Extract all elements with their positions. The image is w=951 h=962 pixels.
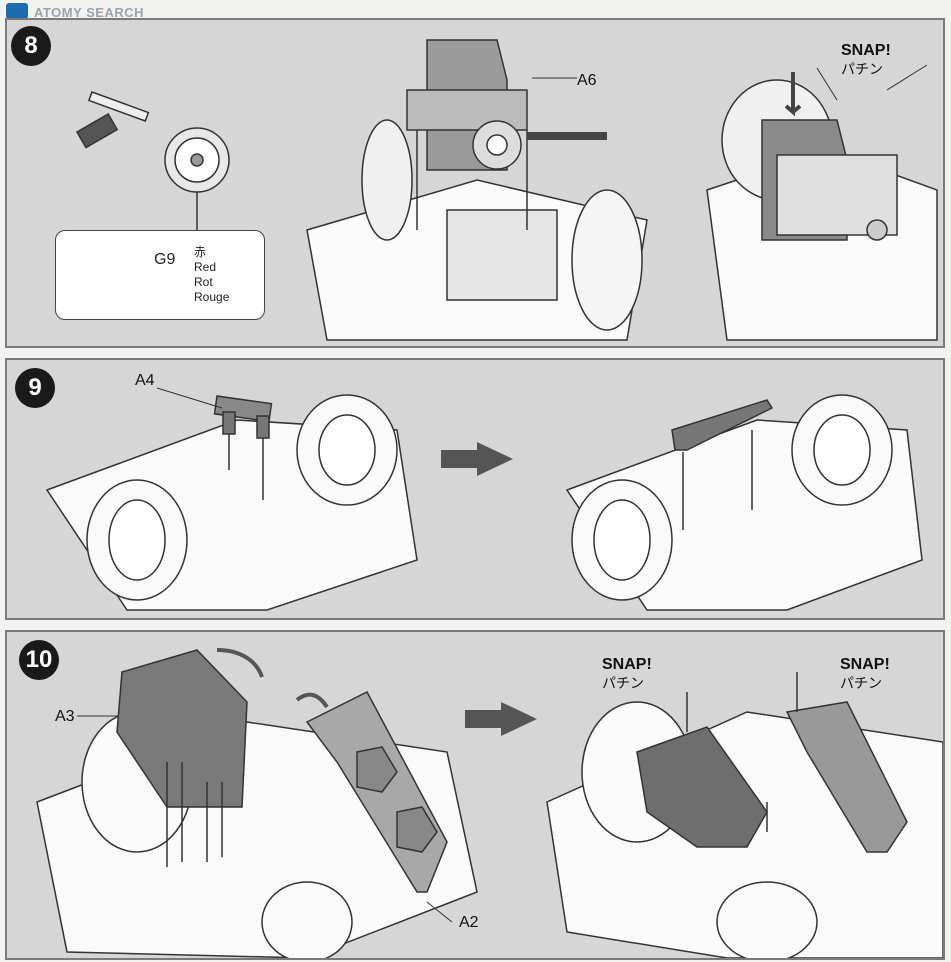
step-arrow <box>465 710 501 728</box>
step-9-illustration <box>45 387 923 611</box>
part-label-a2: A2 <box>459 914 479 931</box>
color-fr: Rouge <box>194 290 230 304</box>
step-number-badge: 8 <box>11 26 51 66</box>
step-number-badge: 9 <box>15 368 55 408</box>
snap-text: SNAP! <box>840 656 890 673</box>
step-8-panel: 8 A6 G9 赤 Red Rot Rouge SNAP! パチン <box>5 18 945 348</box>
color-jp: 赤 <box>194 245 207 259</box>
site-logo-icon <box>6 3 28 19</box>
step-number-badge: 10 <box>19 640 59 680</box>
part-label-a6: A6 <box>577 72 597 89</box>
color-de: Rot <box>194 275 213 289</box>
part-label-a3: A3 <box>55 708 75 725</box>
snap-text: SNAP! <box>602 656 652 673</box>
step-8-illustration <box>75 39 938 341</box>
snap-callout: SNAP! パチン <box>841 42 891 78</box>
snap-callout-left: SNAP! パチン <box>602 656 652 692</box>
step-10-panel: 10 A3 A2 SNAP! パチン SNAP! パチン <box>5 630 945 960</box>
step-arrow <box>441 450 477 468</box>
part-color-list: 赤 Red Rot Rouge <box>194 245 229 305</box>
part-id: G9 <box>154 251 176 268</box>
snap-jp-text: パチン <box>840 675 882 691</box>
snap-text: SNAP! <box>841 42 891 59</box>
color-en: Red <box>194 260 217 274</box>
step-10-illustration <box>36 648 943 958</box>
snap-callout-right: SNAP! パチン <box>840 656 890 692</box>
snap-jp-text: パチン <box>602 675 644 691</box>
watermark-header: ATOMY SEARCH <box>0 0 951 22</box>
part-label-a4: A4 <box>135 372 155 389</box>
watermark-text: ATOMY SEARCH <box>34 5 145 20</box>
part-callout-box: G9 赤 Red Rot Rouge <box>55 230 265 320</box>
step-9-panel: 9 A4 <box>5 358 945 620</box>
snap-jp-text: パチン <box>841 61 883 77</box>
